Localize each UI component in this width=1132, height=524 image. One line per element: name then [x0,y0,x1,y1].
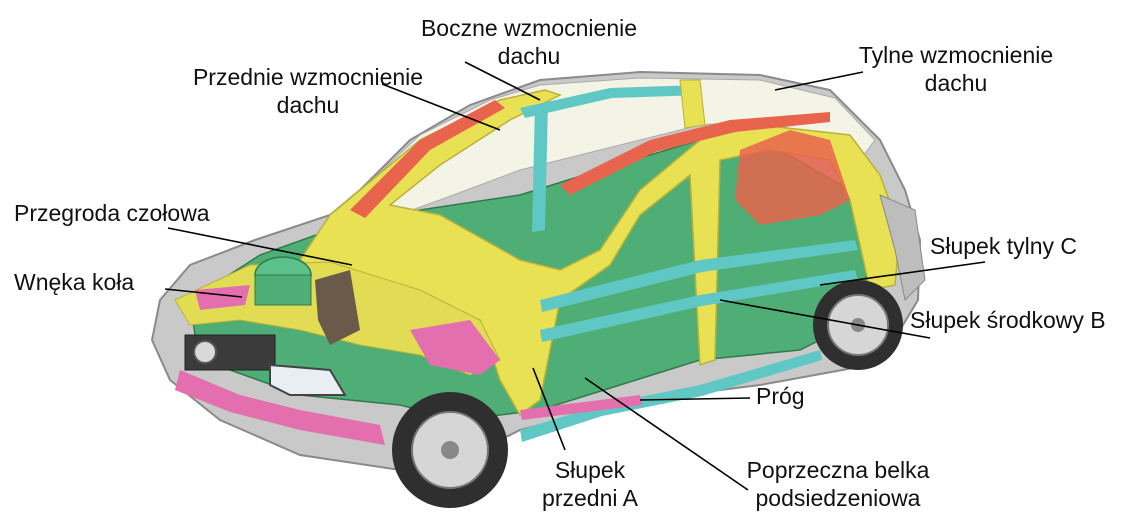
front-wheel [392,392,508,508]
label-poprzeczna-belka-podsiedzeniowa: Poprzeczna belka podsiedzeniowa [722,456,954,512]
label-przegroda-czolowa: Przegroda czołowa [14,199,210,227]
label-slupek-tylny-c: Słupek tylny C [930,232,1077,260]
label-slupek-a-line2: przedni A [520,484,660,512]
yellow-roof-bow-rear [680,80,705,128]
label-boczne-wzmocnienie-dachu: Boczne wzmocnienie dachu [398,14,660,70]
label-wneka-kola: Wnęka koła [14,268,134,296]
label-przednie-wzmocnienie-dachu: Przednie wzmocnienie dachu [165,63,451,119]
strut-tower [255,275,311,305]
label-tylne-line1: Tylne wzmocnienie [836,41,1076,69]
car-illustration [152,72,925,508]
label-slupek-przedni-a: Słupek przedni A [520,456,660,512]
label-belka-line1: Poprzeczna belka [722,456,954,484]
label-boczne-line1: Boczne wzmocnienie [398,14,660,42]
label-slupek-srodkowy-b: Słupek środkowy B [910,306,1106,334]
label-przednie-line2: dachu [165,91,451,119]
vw-logo-icon [194,341,216,363]
label-belka-line2: podsiedzeniowa [722,484,954,512]
label-przednie-line1: Przednie wzmocnienie [165,63,451,91]
label-slupek-a-line1: Słupek [520,456,660,484]
label-tylne-wzmocnienie-dachu: Tylne wzmocnienie dachu [836,41,1076,97]
label-tylne-line2: dachu [836,69,1076,97]
label-prog: Próg [756,382,805,410]
